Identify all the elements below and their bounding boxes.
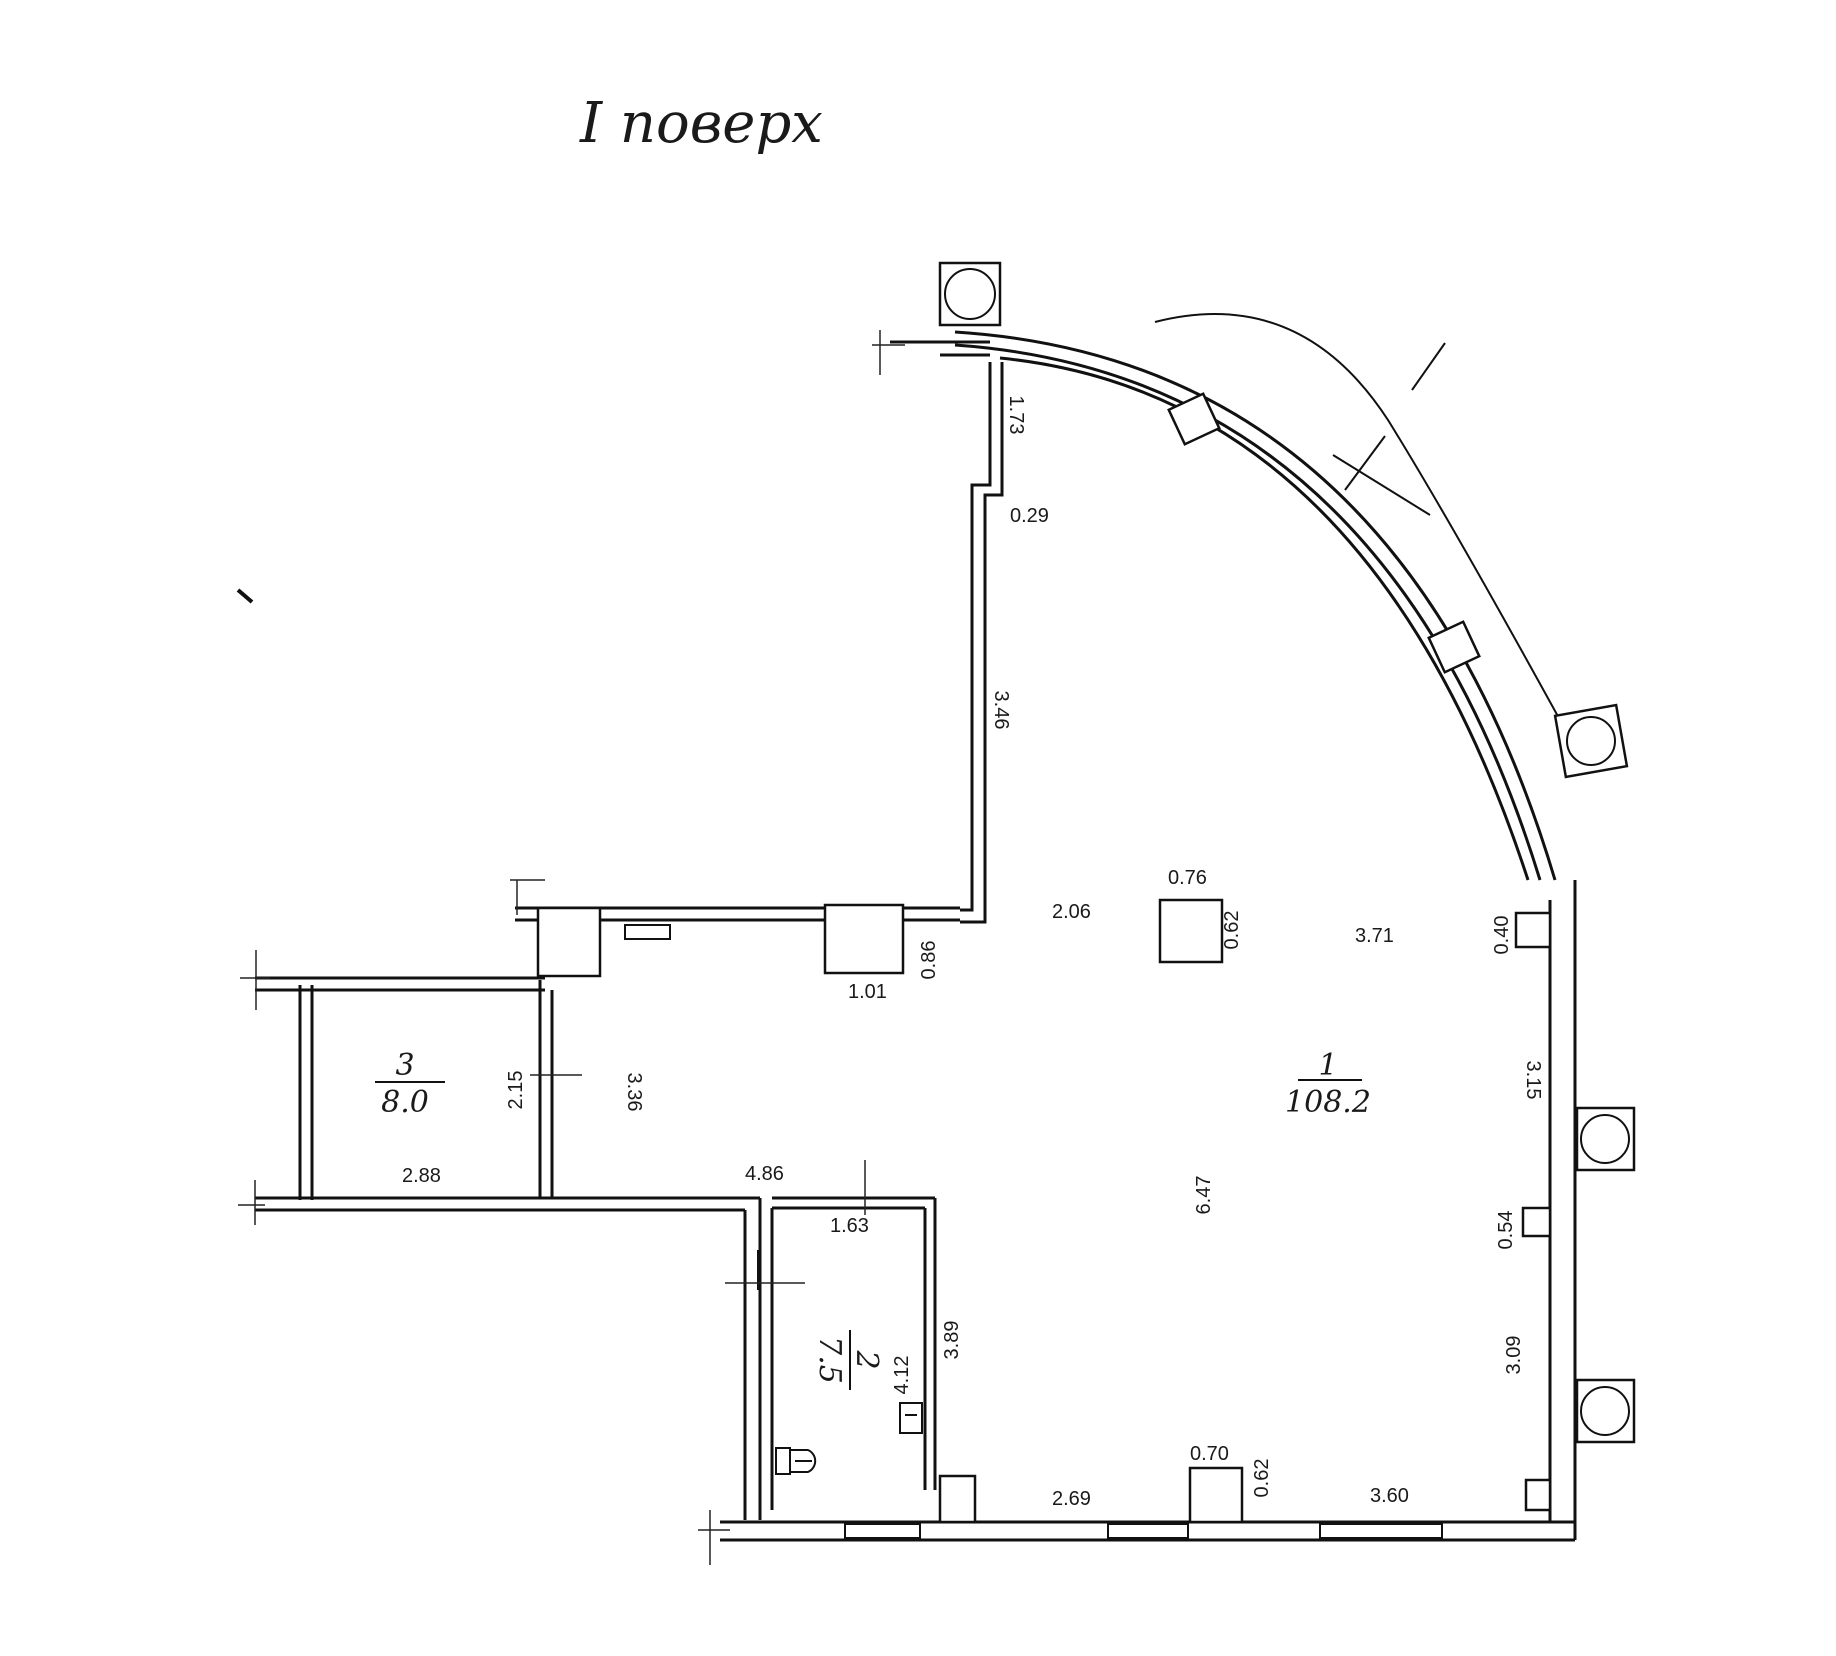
room-number: 3 [395, 1048, 414, 1083]
pillar [1575, 1378, 1636, 1444]
bathroom-fixtures [775, 1402, 923, 1475]
dimension-label: 0.40 [1491, 916, 1513, 955]
dimension-label: 1.63 [830, 1215, 869, 1237]
dimension-label: 0.54 [1495, 1211, 1517, 1250]
dimension-label: 2.06 [1052, 901, 1091, 923]
dimension-label: 0.86 [918, 941, 940, 980]
dimension-label: 3.15 [1522, 1061, 1544, 1100]
dimension-label: 1.01 [848, 981, 887, 1003]
dimension-label: 3.09 [1503, 1336, 1525, 1375]
door-marks [530, 1074, 866, 1284]
dimension-label: 0.62 [1221, 911, 1243, 950]
dimension-label: 0.62 [1251, 1459, 1273, 1498]
dimension-label: 6.47 [1193, 1176, 1215, 1215]
room-number: 1 [1318, 1048, 1337, 1083]
room-number: 2 [849, 1349, 884, 1369]
dimension-label: 3.46 [990, 691, 1012, 730]
room-label-2: 2 7.5 [812, 1330, 884, 1390]
stray-mark [236, 588, 254, 604]
room-label-1: 1 108.2 [1285, 1048, 1371, 1120]
dimension-label: 1.73 [1005, 396, 1027, 435]
room-label-3: 3 8.0 [375, 1048, 445, 1120]
pillar [1553, 703, 1629, 779]
room-area: 108.2 [1285, 1085, 1371, 1120]
dimension-label: 0.70 [1190, 1443, 1229, 1465]
room-area: 8.0 [381, 1085, 429, 1120]
outer-walls [238, 330, 1577, 1565]
floor-title: I поверх [579, 91, 823, 156]
pillar [1575, 1106, 1636, 1172]
dimension-label: 2.88 [402, 1165, 441, 1187]
dimension-label: 4.86 [745, 1163, 784, 1185]
dimension-label: 3.36 [623, 1073, 645, 1112]
room-area: 7.5 [812, 1336, 847, 1384]
column-squares [536, 392, 1552, 1524]
dimension-label: 3.71 [1355, 925, 1394, 947]
dimension-label: 0.29 [1010, 505, 1049, 527]
dimension-label: 3.89 [941, 1321, 963, 1360]
dimension-label: 2.69 [1052, 1488, 1091, 1510]
dimension-labels: 1.73 0.29 3.46 2.06 0.76 0.62 3.71 0.40 … [402, 396, 1544, 1510]
dimension-label: 3.60 [1370, 1485, 1409, 1507]
dimension-label: 4.12 [891, 1356, 913, 1395]
dimension-label: 0.76 [1168, 867, 1207, 889]
dimension-label: 2.15 [505, 1071, 527, 1110]
curved-facade [954, 313, 1561, 881]
pillar [938, 261, 1002, 327]
